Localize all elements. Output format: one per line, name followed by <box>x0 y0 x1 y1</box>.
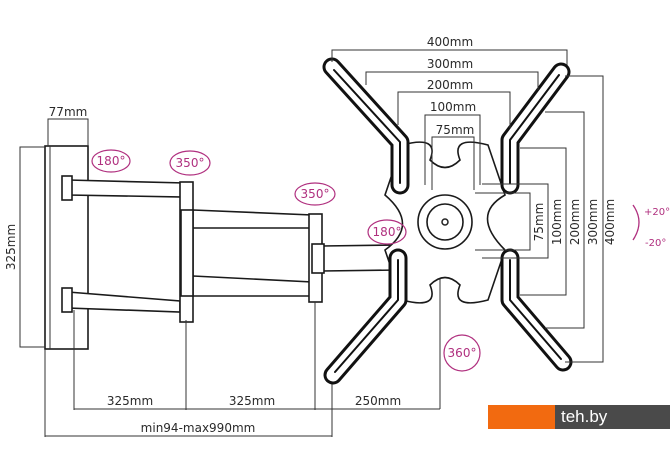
vesa-v-100: 100mm <box>550 199 564 245</box>
arm-section-2 <box>180 209 323 303</box>
arm3-length-label: 250mm <box>355 394 401 408</box>
watermark-logo: teh.by <box>488 405 670 429</box>
vesa-horizontal-dimensions <box>331 49 568 190</box>
vesa-v-400: 400mm <box>603 199 617 245</box>
rotation-ring-icon <box>294 182 336 206</box>
vesa-h-100: 100mm <box>430 100 476 114</box>
vesa-vertical-dimensions <box>475 75 604 363</box>
vesa-arm-top-left <box>322 57 410 195</box>
arm2-length-label: 325mm <box>229 394 275 408</box>
rotation-wall-joint: 180° <box>97 154 126 168</box>
vesa-v-200: 200mm <box>568 199 582 245</box>
vesa-arm-top-right <box>500 62 571 195</box>
vesa-h-300: 300mm <box>427 57 473 71</box>
vesa-h-75: 75mm <box>436 123 475 137</box>
rotation-joint-1: 350° <box>176 156 205 170</box>
arm1-length-label: 325mm <box>107 394 153 408</box>
plate-height-dimension <box>19 146 45 348</box>
vesa-arm-bottom-left <box>323 248 408 385</box>
tilt-arc-icon <box>632 204 640 241</box>
vesa-head <box>322 57 573 385</box>
rotation-ring-icon <box>91 149 131 173</box>
extension-label: min94-max990mm <box>141 421 256 435</box>
vesa-v-75: 75mm <box>532 203 546 242</box>
rotation-joint-2: 350° <box>301 187 330 201</box>
tilt-up-label: +20° <box>644 207 670 218</box>
rotation-ring-icon <box>367 219 407 245</box>
vesa-arm-bottom-right <box>500 248 573 372</box>
tilt-down-label: -20° <box>645 238 666 249</box>
logo-orange-block <box>488 405 555 429</box>
logo-text: teh.by <box>555 405 670 429</box>
vesa-h-200: 200mm <box>427 78 473 92</box>
plate-depth-dimension <box>47 118 89 146</box>
rotation-head: 360° <box>448 346 477 360</box>
vesa-v-300: 300mm <box>586 199 600 245</box>
rotation-ring-icon <box>443 334 481 372</box>
vesa-h-400: 400mm <box>427 35 473 49</box>
rotation-head-joint: 180° <box>373 225 402 239</box>
plate-depth-label: 77mm <box>49 105 88 119</box>
arm-length-dimensions <box>44 260 441 437</box>
rotation-ring-icon <box>169 150 211 176</box>
plate-height-label: 325mm <box>4 224 18 270</box>
